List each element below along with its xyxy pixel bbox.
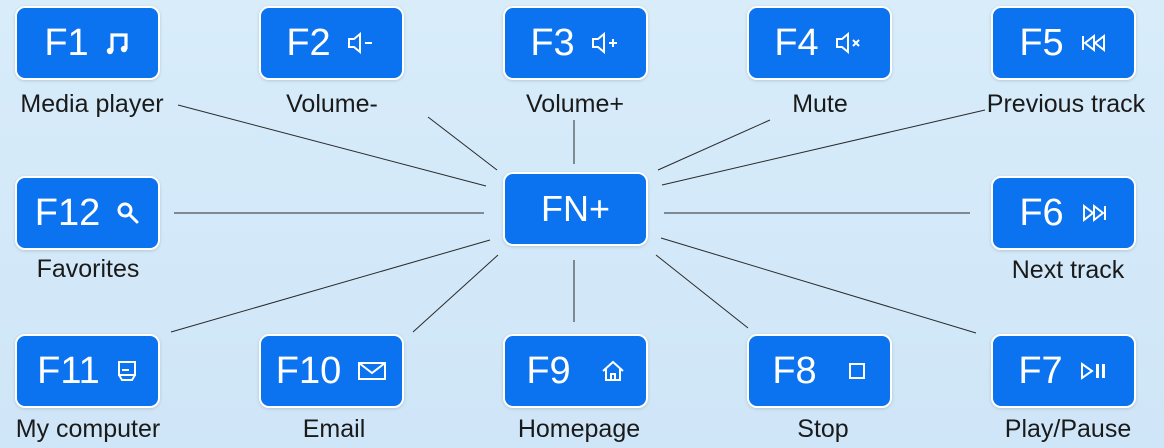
key-f10: F10 <box>259 334 404 408</box>
key-f1-name: F1 <box>44 22 89 64</box>
key-f5: F5 <box>991 6 1136 80</box>
connector-line-f2 <box>427 116 498 171</box>
key-f5-name: F5 <box>1019 22 1064 64</box>
connector-line-f7 <box>660 237 977 334</box>
home-icon <box>601 359 625 383</box>
connector-line-f5 <box>661 109 986 186</box>
key-f4-name: F4 <box>774 22 819 64</box>
key-f9-name: F9 <box>526 350 571 392</box>
label-f7: Play/Pause <box>1004 415 1132 443</box>
music-note-icon <box>105 30 131 56</box>
key-f12: F12 <box>15 176 160 250</box>
label-f10: Email <box>302 415 366 443</box>
fn-key: FN+ <box>503 172 648 246</box>
connector-line-f11 <box>170 239 491 333</box>
connector-line-f8 <box>655 254 749 329</box>
key-f12-name: F12 <box>34 192 101 234</box>
computer-icon <box>116 359 138 383</box>
key-f2: F2 <box>259 6 404 80</box>
play-pause-icon <box>1079 361 1109 381</box>
key-f7: F7 <box>991 334 1136 408</box>
label-f1: Media player <box>20 90 164 118</box>
key-f9: F9 <box>503 334 648 408</box>
key-f3: F3 <box>503 6 648 80</box>
label-f8: Stop <box>797 415 849 443</box>
key-f2-name: F2 <box>286 22 331 64</box>
previous-track-icon <box>1080 33 1108 53</box>
next-track-icon <box>1080 203 1108 223</box>
label-f2: Volume- <box>286 90 378 118</box>
key-f6: F6 <box>991 176 1136 250</box>
label-f9: Homepage <box>517 415 641 443</box>
key-f8: F8 <box>747 334 892 408</box>
mute-icon <box>835 31 865 55</box>
volume-down-icon <box>347 31 377 55</box>
fn-key-label: FN+ <box>540 188 610 229</box>
key-f10-name: F10 <box>275 350 342 392</box>
key-f8-name: F8 <box>772 350 817 392</box>
key-f4: F4 <box>747 6 892 80</box>
connector-line-f1 <box>177 104 487 187</box>
key-f3-name: F3 <box>530 22 575 64</box>
connector-line-f10 <box>412 254 499 333</box>
key-f7-name: F7 <box>1018 350 1063 392</box>
label-f4: Mute <box>792 90 848 118</box>
label-f5: Previous track <box>986 90 1146 118</box>
key-f11: F11 <box>15 334 160 408</box>
search-icon <box>116 201 140 225</box>
stop-icon <box>847 361 867 381</box>
label-f12: Favorites <box>36 255 140 283</box>
label-f11: My computer <box>15 415 161 443</box>
volume-up-icon <box>591 31 621 55</box>
key-f1: F1 <box>15 6 160 80</box>
key-f6-name: F6 <box>1019 192 1064 234</box>
label-f6: Next track <box>1011 256 1125 284</box>
label-f3: Volume+ <box>526 90 624 118</box>
envelope-icon <box>357 361 387 381</box>
key-f11-name: F11 <box>37 350 100 392</box>
connector-line-f4 <box>657 119 771 171</box>
